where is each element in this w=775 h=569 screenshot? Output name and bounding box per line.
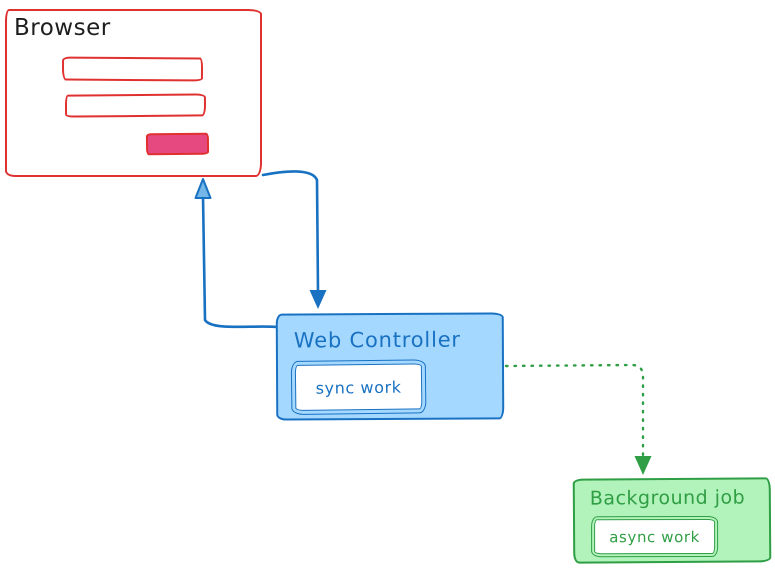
arrowhead-down-icon — [309, 290, 327, 309]
arrowhead-down-icon — [634, 456, 652, 475]
background-job-label: Background job — [589, 486, 746, 510]
node-background-job: Background job async work — [572, 477, 772, 564]
browser-label: Browser — [14, 15, 111, 41]
edge-web-controller-to-background-job — [504, 363, 652, 475]
async-work-box: async work — [591, 515, 719, 558]
browser-input-field-sketch — [64, 93, 207, 118]
browser-submit-button-sketch — [145, 132, 210, 156]
async-work-label: async work — [609, 527, 700, 546]
arrowhead-up-icon — [194, 178, 212, 199]
browser-input-field-sketch — [61, 56, 204, 82]
node-web-controller: Web Controller sync work — [275, 312, 505, 421]
sync-work-label: sync work — [315, 377, 402, 398]
node-browser: Browser — [5, 9, 262, 177]
sync-work-box: sync work — [290, 359, 427, 416]
edge-browser-to-web-controller — [261, 170, 327, 309]
edge-web-controller-to-browser — [194, 178, 279, 329]
web-controller-label: Web Controller — [293, 327, 461, 353]
